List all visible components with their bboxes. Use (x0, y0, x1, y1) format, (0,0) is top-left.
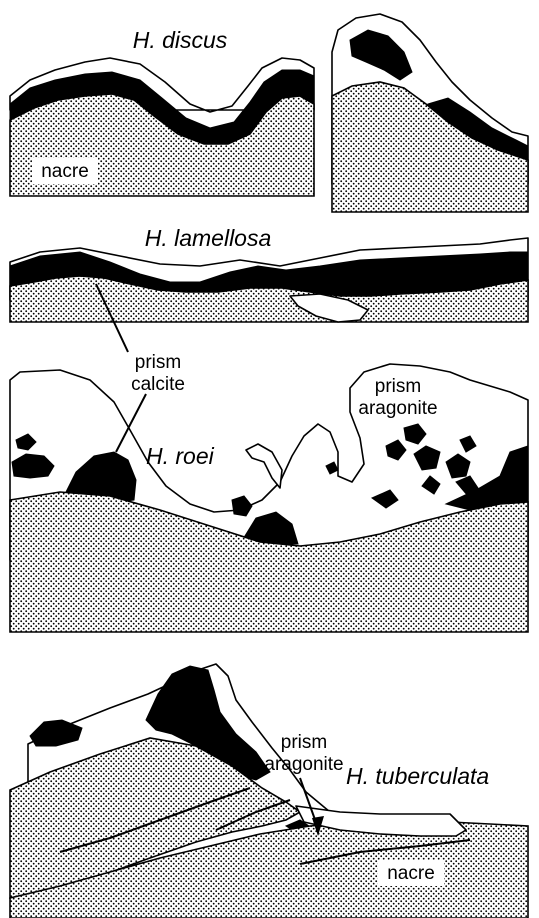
prism-aragonite-label: prism (281, 732, 327, 753)
species-label: H. tuberculata (346, 763, 489, 789)
nacre-label: nacre (41, 161, 89, 182)
prism-calcite-label: calcite (131, 374, 185, 395)
panel-h-tuberculata: prism aragonite H. tuberculata nacre (10, 664, 528, 918)
prism-aragonite-label: aragonite (358, 398, 437, 419)
aragonite-fold (246, 444, 282, 488)
species-label: H. discus (133, 27, 228, 53)
species-label: H. lamellosa (145, 225, 272, 251)
h-discus-right-section (332, 14, 528, 212)
species-label: H. roei (146, 443, 215, 469)
prism-aragonite-label: aragonite (264, 754, 343, 775)
panel-h-discus: H. discus nacre (10, 14, 528, 212)
panel-h-roei: H. roei prism calcite prism aragonite (10, 284, 528, 632)
prism-calcite-label: prism (135, 352, 181, 373)
panel-h-lamellosa: H. lamellosa (10, 225, 528, 322)
prism-aragonite-label: prism (375, 376, 421, 397)
nacre-label: nacre (387, 863, 435, 884)
